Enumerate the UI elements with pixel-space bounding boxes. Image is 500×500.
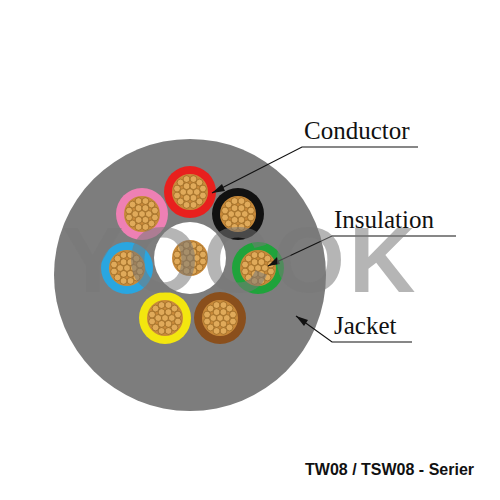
conductor-strand [126, 207, 133, 214]
conductor-strand [149, 318, 156, 325]
conductor-strand [142, 198, 149, 205]
conductor-strand [129, 201, 136, 208]
conductor-strand [225, 201, 232, 208]
conductor-strand [175, 318, 182, 325]
conductor-strand [174, 185, 181, 192]
conductor-strand [230, 311, 237, 318]
conductor-strand [165, 309, 172, 316]
conductor-strand [175, 311, 182, 318]
conductor-strand [174, 192, 181, 199]
conductor-strand [135, 198, 142, 205]
conductor-strand [158, 328, 165, 335]
conductor-strand [231, 205, 238, 212]
conductor-strand [183, 202, 190, 209]
conductor-strand [207, 305, 214, 312]
conductor-strand [148, 201, 155, 208]
conductor-strand [248, 207, 255, 214]
conductor-strand [142, 205, 149, 212]
conductor-strand [238, 198, 245, 205]
conductor-strand [171, 324, 178, 331]
conductor-strand [149, 311, 156, 318]
conductor-strand [238, 205, 245, 212]
conductor-strand [200, 185, 207, 192]
conductor-strand [171, 305, 178, 312]
part-label: Conductor [304, 118, 410, 143]
conductor-strand [165, 320, 172, 327]
conductor-strand [226, 305, 233, 312]
caption: TW08 / TSW08 - Serier [305, 462, 474, 478]
conductor-strand [231, 198, 238, 205]
watermark: YOCOK [62, 214, 419, 306]
conductor-strand [213, 328, 220, 335]
conductor-strand [222, 207, 229, 214]
conductor-strand [244, 201, 251, 208]
conductor-strand [152, 324, 159, 331]
conductor-strand [190, 176, 197, 183]
conductor-strand [152, 305, 159, 312]
conductor-strand [204, 318, 211, 325]
conductor-strand [165, 328, 172, 335]
conductor-strand [190, 194, 197, 201]
core-conductor [172, 174, 208, 210]
core-insulation [164, 166, 216, 218]
conductor-strand [190, 183, 197, 190]
conductor-strand [152, 207, 159, 214]
conductor-strand [207, 324, 214, 331]
conductor-strand [196, 198, 203, 205]
conductor-strand [220, 328, 227, 335]
conductor-strand [177, 179, 184, 186]
part-label: Jacket [334, 313, 396, 338]
conductor-strand [158, 309, 165, 316]
conductor-strand [213, 309, 220, 316]
conductor-strand [226, 324, 233, 331]
conductor-strand [204, 311, 211, 318]
conductor-strand [177, 198, 184, 205]
conductor-strand [220, 320, 227, 327]
conductor-strand [196, 179, 203, 186]
conductor-strand [200, 192, 207, 199]
conductor-strand [230, 318, 237, 325]
conductor-strand [190, 202, 197, 209]
conductor-strand [183, 176, 190, 183]
conductor-strand [135, 205, 142, 212]
conductor-strand [220, 309, 227, 316]
conductor-strand [183, 183, 190, 190]
